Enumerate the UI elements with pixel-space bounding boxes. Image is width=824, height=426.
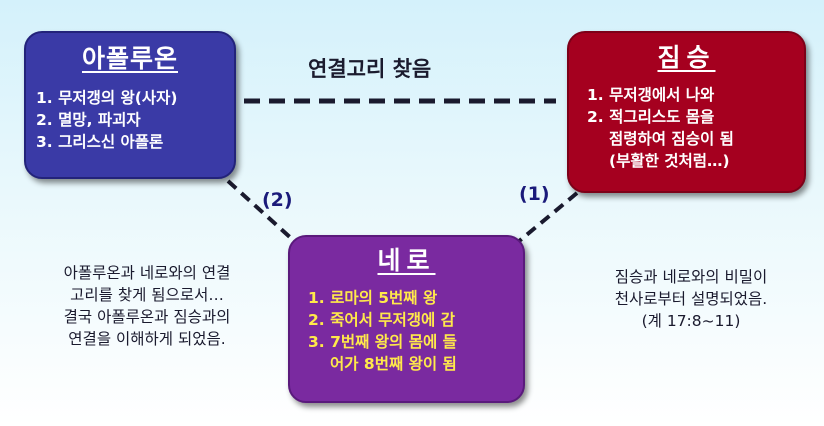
nero-item-2: 죽어서 무저갱에 감 <box>330 311 455 329</box>
step-1-label: (1) <box>519 183 550 205</box>
apollyon-title: 아폴루온 <box>81 44 178 73</box>
link-line-apollyon-nero <box>226 179 294 241</box>
apollyon-item-3: 그리스신 아폴론 <box>58 133 164 151</box>
note-right: 짐승과 네로와의 비밀이 천사로부터 설명되었음. (계 17:8~11) <box>566 266 816 332</box>
note-left-line: 연결을 이해하게 되었음. <box>68 330 226 348</box>
note-right-line: 천사로부터 설명되었음. <box>614 290 768 308</box>
beast-item-2-note: (부활한 것처럼…) <box>609 152 730 170</box>
list-item: 1. 무저갱의 왕(사자) <box>36 89 178 107</box>
nero-item-3: 7번째 왕의 몸에 들 <box>330 333 457 351</box>
list-item: 3. 7번째 왕의 몸에 들 <box>308 333 457 351</box>
apollyon-item-1: 무저갱의 왕(사자) <box>58 89 178 107</box>
apollyon-list: 1. 무저갱의 왕(사자) 2. 멸망, 파괴자 3. 그리스신 아폴론 <box>36 87 234 153</box>
nero-item-1: 로마의 5번째 왕 <box>330 289 438 307</box>
note-left: 아폴루온과 네로와의 연결 고리를 찾게 됨으로서… 결국 아폴루온과 짐승과의… <box>16 262 278 350</box>
nero-box: 네로 1. 로마의 5번째 왕 2. 죽어서 무저갱에 감 3. 7번째 왕의 … <box>288 235 525 403</box>
beast-title: 짐승 <box>657 43 716 72</box>
list-item: (부활한 것처럼…) <box>587 150 804 172</box>
link-line-beast-nero <box>516 191 579 244</box>
beast-item-2-cont: 점령하여 짐승이 됨 <box>609 130 734 148</box>
list-item: 어가 8번째 왕이 됨 <box>308 353 523 375</box>
note-right-line: (계 17:8~11) <box>641 312 741 330</box>
list-item: 점령하여 짐승이 됨 <box>587 128 804 150</box>
list-item: 3. 그리스신 아폴론 <box>36 133 164 151</box>
beast-list: 1. 무저갱에서 나와 2. 적그리스도 몸을 점령하여 짐승이 됨 (부활한 … <box>587 84 804 172</box>
note-right-line: 짐승과 네로와의 비밀이 <box>614 268 768 286</box>
note-left-line: 결국 아폴루온과 짐승과의 <box>63 308 231 326</box>
list-item: 2. 적그리스도 몸을 <box>587 108 715 126</box>
note-left-line: 고리를 찾게 됨으로서… <box>70 286 224 304</box>
link-label: 연결고리 찾음 <box>308 57 432 81</box>
nero-list: 1. 로마의 5번째 왕 2. 죽어서 무저갱에 감 3. 7번째 왕의 몸에 … <box>308 287 523 375</box>
list-item: 1. 무저갱에서 나와 <box>587 86 715 104</box>
beast-item-1: 무저갱에서 나와 <box>609 86 715 104</box>
list-item: 2. 죽어서 무저갱에 감 <box>308 311 455 329</box>
list-item: 2. 멸망, 파괴자 <box>36 111 141 129</box>
list-item: 1. 로마의 5번째 왕 <box>308 289 438 307</box>
note-left-line: 아폴루온과 네로와의 연결 <box>63 264 231 282</box>
apollyon-box: 아폴루온 1. 무저갱의 왕(사자) 2. 멸망, 파괴자 3. 그리스신 아폴… <box>24 31 236 179</box>
nero-item-3-cont: 어가 8번째 왕이 됨 <box>330 355 457 373</box>
step-2-label: (2) <box>262 189 293 211</box>
nero-title: 네로 <box>377 246 436 275</box>
beast-item-2: 적그리스도 몸을 <box>609 108 715 126</box>
beast-box: 짐승 1. 무저갱에서 나와 2. 적그리스도 몸을 점령하여 짐승이 됨 (부… <box>567 31 806 193</box>
apollyon-item-2: 멸망, 파괴자 <box>58 111 141 129</box>
